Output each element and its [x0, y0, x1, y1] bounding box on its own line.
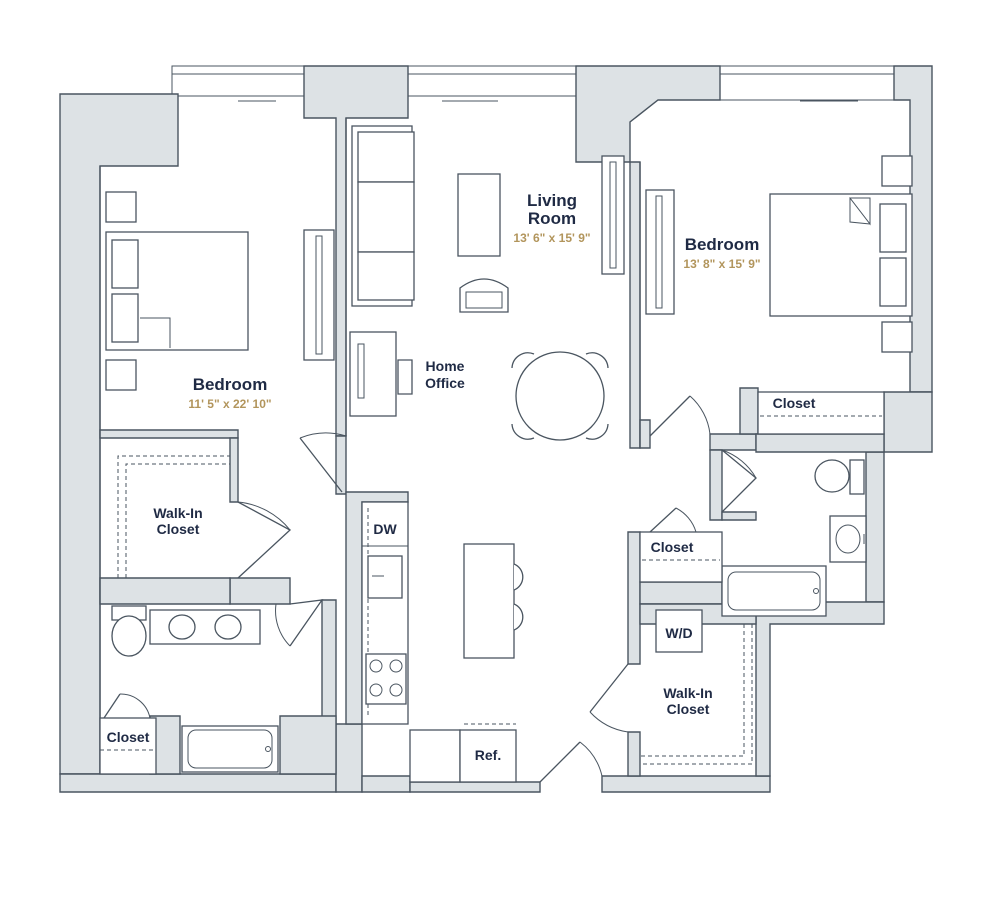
- right-bedroom-label: Bedroom: [685, 235, 760, 254]
- right-bedroom-furniture: [645, 155, 913, 435]
- home-office-label-line1: Home: [426, 358, 465, 374]
- left-walkin-rails: [117, 455, 230, 578]
- right-walkin-closet-label-line1: Walk-In: [663, 685, 712, 701]
- left-bedroom-dimensions: 11' 5" x 22' 10": [188, 397, 271, 411]
- right-closets: [639, 531, 753, 765]
- living-room-label-line1: Living: [527, 191, 577, 210]
- bottom-left-closet-label: Closet: [107, 729, 150, 745]
- left-walkin-closet-label-line1: Walk-In: [153, 505, 202, 521]
- kitchen-fixtures: [361, 501, 524, 783]
- partitions: [99, 118, 641, 774]
- living-furniture: [349, 125, 625, 441]
- left-bedroom-furniture: [105, 191, 335, 391]
- right-walkin-closet-label-line2: Closet: [667, 701, 710, 717]
- right-bath-fixtures: [721, 459, 867, 617]
- left-walkin-closet-label-line2: Closet: [157, 521, 200, 537]
- left-bedroom-label: Bedroom: [193, 375, 268, 394]
- home-office-label-line2: Office: [425, 375, 465, 391]
- living-room-dimensions: 13' 6" x 15' 9": [513, 231, 590, 245]
- dishwasher-label: DW: [373, 521, 397, 537]
- top-right-closet-label: Closet: [773, 395, 816, 411]
- refrigerator-label: Ref.: [475, 747, 501, 763]
- doors: [103, 395, 757, 783]
- top-windows: [171, 65, 895, 102]
- left-bath-fixtures: [99, 605, 279, 775]
- room-labels: Living Room 13' 6" x 15' 9" Bedroom 11' …: [107, 191, 816, 763]
- living-room-label-line2: Room: [528, 209, 576, 228]
- washer-dryer-label: W/D: [665, 625, 692, 641]
- middle-closet-label: Closet: [651, 539, 694, 555]
- right-bedroom-dimensions: 13' 8" x 15' 9": [683, 257, 760, 271]
- walls: [59, 65, 933, 793]
